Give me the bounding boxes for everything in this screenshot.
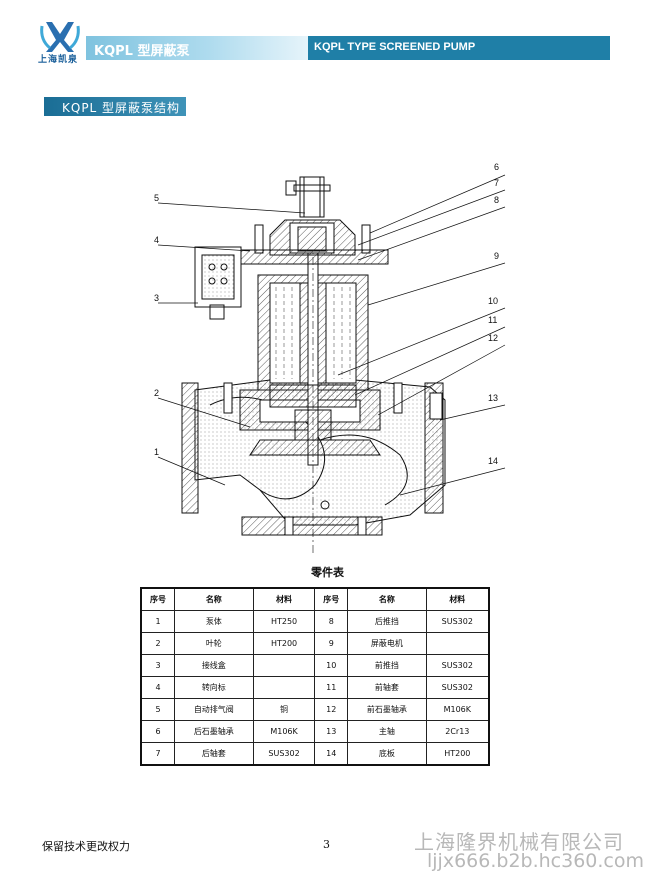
callout-13: 13 (488, 393, 498, 403)
table-cell (252, 654, 316, 677)
header-cell: 序号 (314, 587, 349, 611)
table-cell: 2Cr13 (425, 720, 490, 743)
table-cell: SUS302 (425, 654, 490, 677)
table-header-row: 序号 名称 材料 序号 名称 材料 (140, 587, 490, 611)
parts-table-title: 零件表 (311, 566, 344, 579)
table-cell: HT200 (425, 742, 490, 766)
table-row: 5 自动排气阀 铜 12 前石墨轴承 M106K (140, 698, 490, 721)
header-banner-cn: KQPL 型屏蔽泵 (86, 36, 308, 60)
table-cell: 屏蔽电机 (347, 632, 427, 655)
table-cell: 11 (314, 676, 349, 699)
table-cell: 叶轮 (174, 632, 254, 655)
table-cell: 8 (314, 610, 349, 633)
table-cell: 后石墨轴承 (174, 720, 254, 743)
callout-3: 3 (154, 293, 159, 303)
header-title-en: KQPL TYPE SCREENED PUMP (314, 41, 476, 53)
table-cell: 后推挡 (347, 610, 427, 633)
table-cell: 转向标 (174, 676, 254, 699)
table-cell: M106K (425, 698, 490, 721)
table-cell: 前石墨轴承 (347, 698, 427, 721)
table-cell: 接线盒 (174, 654, 254, 677)
table-row: 4 转向标 11 前轴套 SUS302 (140, 676, 490, 699)
table-cell: 后轴套 (174, 742, 254, 766)
callout-2: 2 (154, 388, 159, 398)
header-cell: 名称 (347, 587, 427, 611)
table-cell: 3 (140, 654, 176, 677)
page-number: 3 (323, 838, 330, 851)
logo-text: 上海凯泉 (38, 55, 79, 65)
callout-10: 10 (488, 296, 498, 306)
callout-14: 14 (488, 456, 498, 466)
table-row: 6 后石墨轴承 M106K 13 主轴 2Cr13 (140, 720, 490, 743)
callout-1: 1 (154, 447, 159, 457)
callout-9: 9 (494, 251, 499, 261)
table-cell: 底板 (347, 742, 427, 766)
table-cell: 10 (314, 654, 349, 677)
table-cell: SUS302 (425, 610, 490, 633)
table-cell: SUS302 (252, 742, 316, 766)
table-cell: HT200 (252, 632, 316, 655)
header-title-cn: KQPL 型屏蔽泵 (94, 44, 190, 59)
table-cell: 铜 (252, 698, 316, 721)
footer-note: 保留技术更改权力 (42, 840, 130, 853)
table-cell: 4 (140, 676, 176, 699)
header-cell: 材料 (425, 587, 490, 611)
table-cell (425, 632, 490, 655)
header-cell: 材料 (252, 587, 316, 611)
header-cell: 名称 (174, 587, 254, 611)
table-row: 7 后轴套 SUS302 14 底板 HT200 (140, 742, 490, 766)
table-cell: 主轴 (347, 720, 427, 743)
callout-7: 7 (494, 178, 499, 188)
table-row: 3 接线盒 10 前推挡 SUS302 (140, 654, 490, 677)
pump-cross-section-drawing: 5 4 3 2 1 6 7 8 9 10 11 12 13 14 (154, 162, 506, 555)
table-cell: 13 (314, 720, 349, 743)
table-cell: 前轴套 (347, 676, 427, 699)
company-logo-icon (40, 22, 80, 52)
callout-4: 4 (154, 235, 159, 245)
table-cell: 2 (140, 632, 176, 655)
table-cell: 12 (314, 698, 349, 721)
table-cell: 自动排气阀 (174, 698, 254, 721)
table-cell: 前推挡 (347, 654, 427, 677)
table-cell: 泵体 (174, 610, 254, 633)
table-cell: 7 (140, 742, 176, 766)
table-cell: HT250 (252, 610, 316, 633)
callout-11: 11 (488, 315, 497, 325)
table-cell: 14 (314, 742, 349, 766)
callout-8: 8 (494, 195, 499, 205)
header-banner-en: KQPL TYPE SCREENED PUMP (308, 36, 610, 60)
callout-5: 5 (154, 193, 159, 203)
table-row: 2 叶轮 HT200 9 屏蔽电机 (140, 632, 490, 655)
table-cell: 6 (140, 720, 176, 743)
table-cell: 5 (140, 698, 176, 721)
callout-6: 6 (494, 162, 499, 172)
section-banner: KQPL 型屏蔽泵结构 (44, 97, 186, 116)
table-row: 1 泵体 HT250 8 后推挡 SUS302 (140, 610, 490, 633)
header-cell: 序号 (140, 587, 176, 611)
table-cell: SUS302 (425, 676, 490, 699)
table-cell: 9 (314, 632, 349, 655)
callout-12: 12 (488, 333, 498, 343)
parts-table: 序号 名称 材料 序号 名称 材料 1 泵体 HT250 8 后推挡 SUS30… (140, 587, 490, 766)
table-cell (252, 676, 316, 699)
section-title: KQPL 型屏蔽泵结构 (62, 101, 181, 115)
watermark-url: ljjx666.b2b.hc360.com (427, 850, 645, 872)
watermark-company: 上海隆界机械有限公司 (414, 830, 624, 854)
table-cell: 1 (140, 610, 176, 633)
table-cell: M106K (252, 720, 316, 743)
